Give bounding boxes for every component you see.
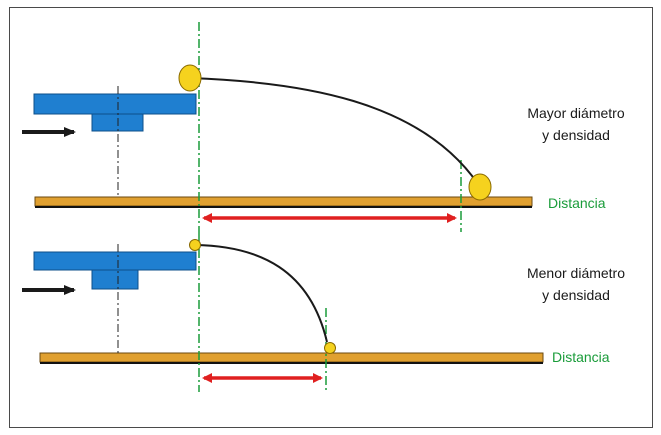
upper-particle-start	[178, 64, 202, 92]
lower-caption-line2: y densidad	[542, 287, 610, 303]
lower-caption-line1: Menor diámetro	[526, 265, 626, 281]
lower-belt	[39, 352, 544, 363]
lower-disc-top	[33, 251, 197, 271]
upper-belt	[34, 196, 533, 207]
lower-scenario	[22, 232, 544, 392]
upper-distance-label: Distancia	[548, 195, 606, 211]
upper-caption: Mayor diámetro y densidad	[515, 102, 637, 146]
upper-disc-top	[33, 93, 197, 115]
lower-caption: Menor diámetro y densidad	[515, 262, 637, 306]
upper-trajectory	[189, 77, 479, 185]
lower-particle-end	[324, 342, 336, 354]
upper-particle-end	[468, 173, 492, 201]
upper-caption-line2: y densidad	[542, 127, 610, 143]
lower-distance-label: Distancia	[552, 349, 610, 365]
upper-scenario	[22, 22, 533, 232]
lower-particle-start	[189, 239, 201, 251]
upper-caption-line1: Mayor diámetro	[527, 105, 625, 121]
lower-trajectory	[194, 244, 328, 343]
lower-disc-hub	[91, 269, 139, 290]
